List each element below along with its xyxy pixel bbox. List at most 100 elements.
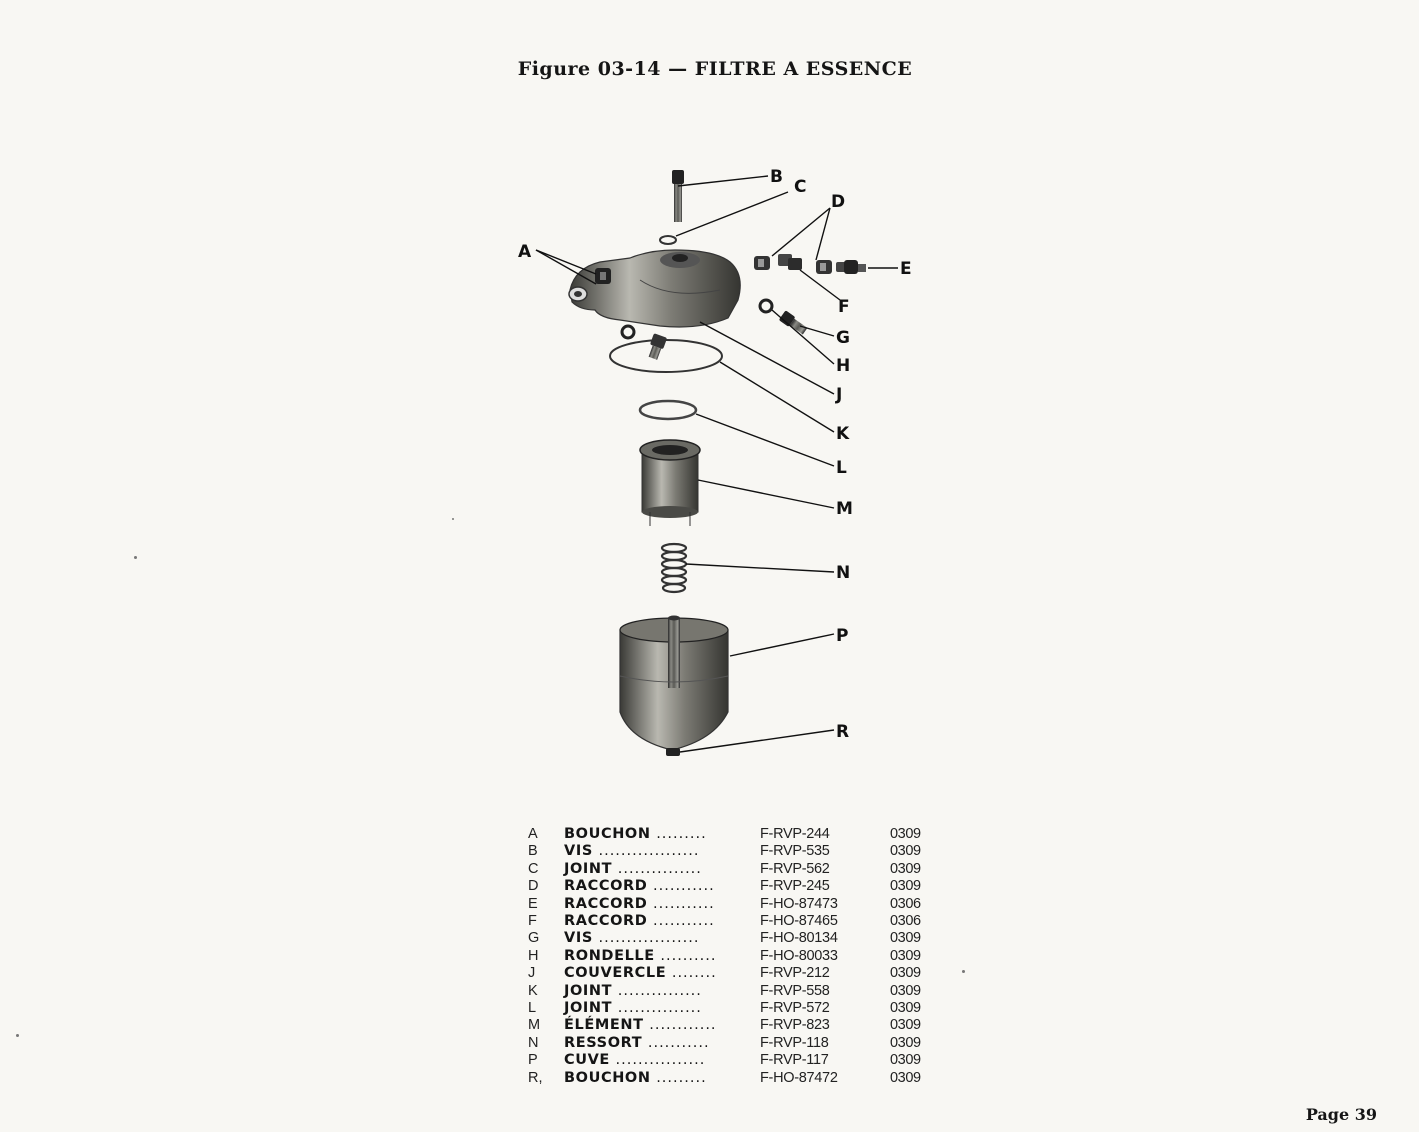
part-n-spring [660,542,688,594]
leader-dots: ........... [642,1034,710,1051]
part-name: VIS [564,930,593,947]
part-f-fitting [778,254,802,270]
part-letter: H [528,947,539,964]
leader-dots: .................. [592,843,700,860]
fuel-filter-illustration: A B C D E F G H J K L M N P R [518,167,912,756]
part-name-cell: ÉLÉMENT ............ [564,1017,760,1034]
page-number: Page 39 [1305,1105,1377,1124]
part-letter: D [528,878,539,895]
part-name-cell: RACCORD ........... [564,913,760,930]
part-r-plug [666,748,680,756]
leader-dots: ........ [666,965,717,982]
part-code: 0306 [890,913,921,930]
scan-speck [16,1034,19,1037]
callout-e: E [900,259,912,279]
callout-b: B [770,167,783,187]
callout-f: F [838,297,850,317]
part-name-cell: RACCORD ........... [564,878,760,895]
part-letter: P [528,1052,538,1069]
leader-dots: ............... [612,982,702,999]
part-name-cell: VIS .................. [564,930,760,947]
part-reference: F-RVP-535 [760,843,830,860]
part-code: 0309 [890,878,921,895]
part-name-cell: RONDELLE .......... [564,948,760,965]
part-code: 0309 [890,1000,921,1017]
part-letter: G [528,930,540,947]
part-name: RACCORD [564,878,648,895]
figure-title: Figure 03-14 — FILTRE A ESSENCE [517,58,913,80]
part-reference: F-RVP-823 [760,1017,830,1034]
leader-dots: .......... [654,947,717,964]
leader-dots: ............... [612,860,702,877]
part-letter: K [528,982,538,999]
callout-m: M [836,499,853,519]
part-p-bowl [619,615,729,751]
part-letter: N [528,1034,539,1051]
part-reference: F-RVP-572 [760,1000,830,1017]
screw-icon [648,333,667,360]
part-name: VIS [564,843,593,860]
part-reference: F-RVP-562 [760,860,830,877]
callout-d: D [831,192,845,212]
leader-dots: .................. [592,930,700,947]
part-name: RONDELLE [564,947,655,964]
part-reference: F-RVP-118 [760,1034,829,1051]
part-letter: C [528,860,539,877]
part-e-fitting [836,260,866,274]
part-code: 0309 [890,1017,921,1034]
part-name: CUVE [564,1052,610,1069]
part-code: 0309 [890,843,921,860]
part-name-cell: COUVERCLE ........ [564,965,760,982]
part-c-joint [659,235,677,245]
part-name-cell: JOINT ............... [564,861,760,878]
part-name: ÉLÉMENT [564,1017,644,1034]
part-d-fittings [754,256,832,274]
part-letter: R, [528,1069,543,1086]
part-code: 0306 [890,895,921,912]
leader-dots: ........... [647,913,715,930]
leader-dots: ........... [647,895,715,912]
leader-lines [535,175,898,753]
part-reference: F-RVP-244 [760,826,830,842]
part-letter: L [528,1000,537,1017]
washer-icon [620,324,636,340]
part-name: COUVERCLE [564,965,667,982]
part-letter: J [528,965,536,982]
part-name-cell: RACCORD ........... [564,896,760,913]
leader-dots: ......... [650,1069,707,1086]
part-g-screw [779,310,808,335]
leader-dots: ............ [643,1017,717,1034]
part-name: RACCORD [564,895,648,912]
part-b-screw [672,170,684,222]
part-name: BOUCHON [564,1069,651,1086]
part-reference: F-HO-87465 [760,913,838,930]
part-code: 0309 [890,982,921,999]
part-letter: M [528,1017,541,1034]
scan-speck [452,518,454,520]
callout-n: N [836,563,850,583]
callout-p: P [836,626,848,646]
part-name: JOINT [564,1000,613,1017]
part-name-cell: BOUCHON ......... [564,826,760,843]
part-code: 0309 [890,947,921,964]
callout-r: R [836,722,849,742]
part-name: JOINT [564,982,613,999]
part-name: RESSORT [564,1034,643,1051]
part-k-joint [609,339,723,373]
part-reference: F-RVP-212 [760,965,830,982]
